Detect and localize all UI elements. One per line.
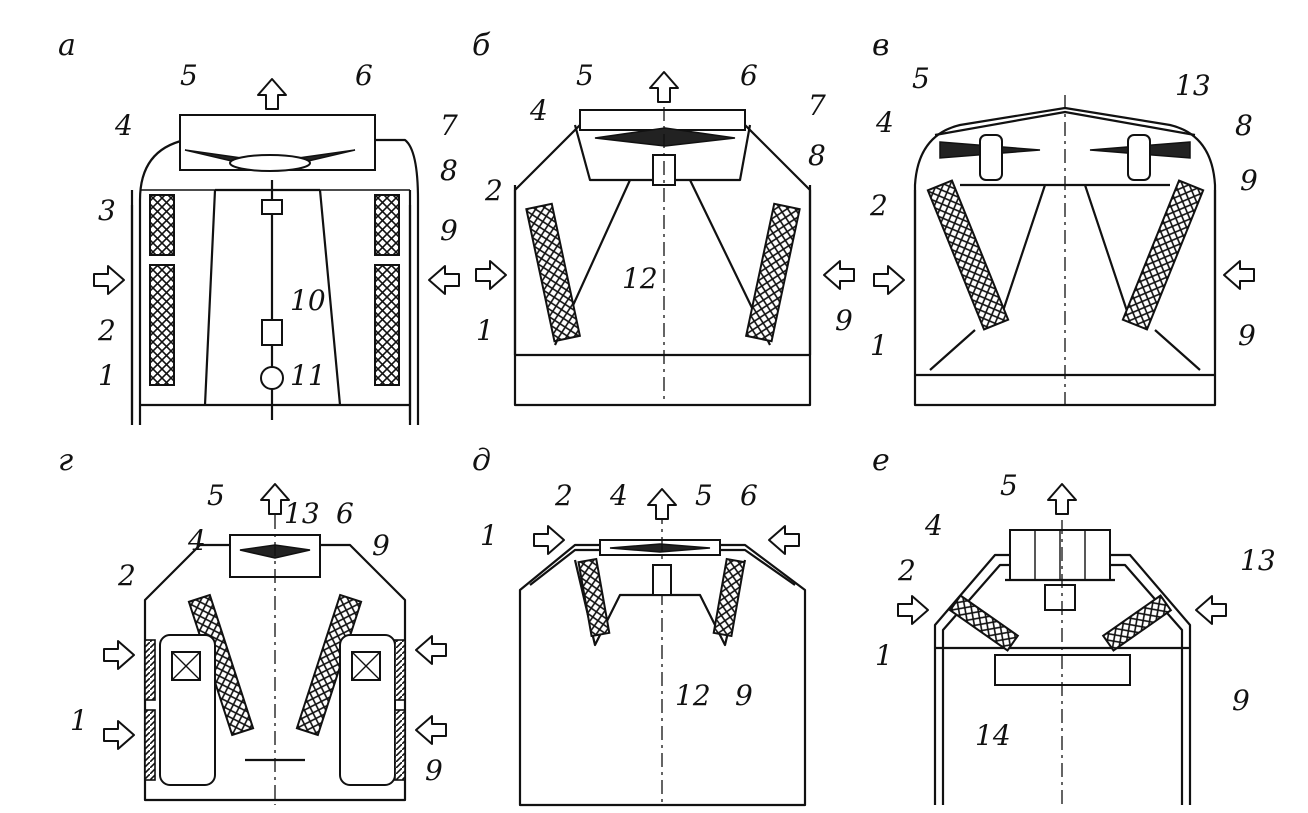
- part-number-label: 13: [1175, 69, 1211, 102]
- panel-b-label: б: [472, 28, 491, 63]
- part-number-label: 4: [609, 479, 628, 512]
- part-number-label: 13: [1240, 544, 1276, 577]
- part-number-label: 8: [1235, 109, 1253, 142]
- panel-e-label: е: [872, 443, 890, 478]
- part-number-label: 11: [290, 359, 326, 392]
- part-number-label: 4: [529, 94, 548, 127]
- part-number-label: 1: [70, 704, 88, 737]
- part-number-label: 9: [735, 679, 753, 712]
- part-number-label: 4: [924, 509, 943, 542]
- part-number-label: 6: [336, 497, 354, 530]
- panel-d-label: д: [472, 443, 491, 478]
- part-number-label: 8: [808, 139, 826, 172]
- part-number-label: 9: [425, 754, 443, 787]
- part-number-label: 9: [835, 304, 853, 337]
- part-number-label: 5: [1000, 469, 1018, 502]
- panel-a-label: а: [58, 28, 76, 63]
- part-number-label: 5: [207, 479, 225, 512]
- part-number-label: 5: [695, 479, 713, 512]
- part-number-label: 1: [870, 329, 888, 362]
- part-number-label: 12: [622, 262, 658, 295]
- panel-b: б 1 2 4 5 6 7 8 9 12: [472, 28, 855, 407]
- panel-e: е 1 2 4 5 9 13 14: [872, 443, 1276, 805]
- part-number-label: 6: [355, 59, 373, 92]
- part-number-label: 9: [440, 214, 458, 247]
- part-number-label: 7: [440, 109, 458, 142]
- panel-g-label: г: [58, 443, 73, 478]
- part-number-label: 1: [476, 314, 494, 347]
- part-number-label: 14: [975, 719, 1011, 752]
- part-number-label: 5: [912, 62, 930, 95]
- part-number-label: 2: [869, 189, 888, 222]
- part-number-label: 9: [372, 529, 390, 562]
- part-number-label: 9: [1232, 684, 1250, 717]
- part-number-label: 2: [97, 314, 116, 347]
- part-number-label: 5: [180, 59, 198, 92]
- part-number-label: 12: [675, 679, 711, 712]
- part-number-label: 4: [114, 109, 133, 142]
- part-number-label: 6: [740, 479, 758, 512]
- part-number-label: 9: [1238, 319, 1256, 352]
- part-number-label: 3: [98, 194, 116, 227]
- panel-g: г 1 2 4 5 6 9 9 13: [58, 443, 447, 805]
- panel-v: в 1 2 4 5 8 9 9 13: [869, 28, 1258, 407]
- part-number-label: 4: [875, 106, 894, 139]
- part-number-label: 9: [1240, 164, 1258, 197]
- part-number-label: 1: [480, 519, 498, 552]
- panel-v-label: в: [872, 28, 889, 63]
- part-number-label: 6: [740, 59, 758, 92]
- part-number-label: 2: [484, 174, 503, 207]
- panel-a: а 1 2 3 4 5 6 7 8 9 10 11: [58, 28, 460, 425]
- part-number-label: 13: [284, 497, 320, 530]
- part-number-label: 2: [554, 479, 573, 512]
- part-number-label: 7: [808, 89, 826, 122]
- part-number-label: 1: [875, 639, 893, 672]
- part-number-label: 2: [117, 559, 136, 592]
- part-number-label: 8: [440, 154, 458, 187]
- part-number-label: 10: [290, 284, 326, 317]
- part-number-label: 2: [897, 554, 916, 587]
- part-number-label: 5: [576, 59, 594, 92]
- panel-d: д 1 2 4 5 6 9 12: [472, 443, 807, 807]
- part-number-label: 1: [98, 359, 116, 392]
- part-number-label: 4: [187, 524, 206, 557]
